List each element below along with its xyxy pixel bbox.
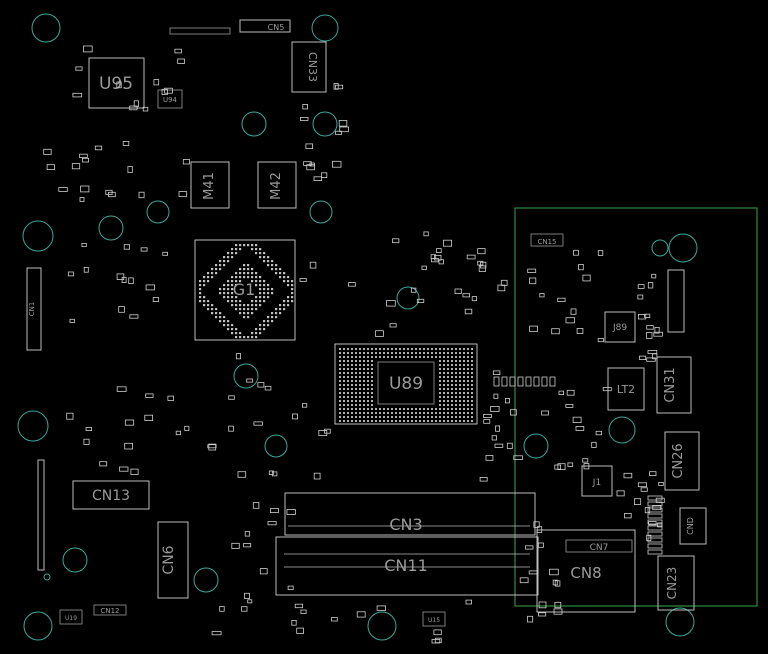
label-cn23: CN23 [665,567,679,600]
connector-cn11: CN11 [275,536,539,596]
connector-cn7: CN7 [565,539,633,553]
connector-cnd: CND [679,507,707,545]
label-cn31: CN31 [663,367,678,402]
label-cnd: CND [686,517,695,535]
chip-g1: G1 [194,239,296,341]
label-cn3: CN3 [389,515,422,534]
connector-cn1: CN1 [26,267,42,351]
connector-cn31: CN31 [656,356,692,414]
connector-cn33: CN33 [291,41,327,93]
chip-m42: M42 [257,161,297,209]
highlight-region [514,207,758,607]
chip-u15: U15 [422,611,446,627]
connector-cn5: CN5 [169,19,291,35]
chip-u19: U19 [59,609,83,625]
label-lt2: LT2 [617,383,635,396]
label-m41: M41 [202,172,217,200]
label-cn7: CN7 [590,543,609,553]
label-u15: U15 [428,617,440,624]
connector-cn13: CN13 [72,480,150,510]
label-cn15: CN15 [537,238,556,246]
label-g1: G1 [233,280,256,299]
label-u95: U95 [99,74,133,94]
label-cn6: CN6 [161,545,177,574]
mounting-holes [17,13,698,641]
connector-cn12: CN12 [93,604,127,616]
connector-cn8: CN8 [536,529,636,613]
component-lt2: LT2 [607,367,645,411]
label-cn1: CN1 [28,302,36,317]
label-u19: U19 [65,615,77,622]
connector-cn26: CN26 [664,431,700,491]
label-u89: U89 [389,374,423,394]
chip-u94: U94 [157,89,183,109]
label-j89: J89 [612,323,627,333]
label-cn8: CN8 [570,564,601,582]
connector-cn15: CN15 [530,233,564,247]
chip-j89: J89 [604,311,636,343]
label-u94: U94 [163,96,178,104]
chip-u89: U89 [334,343,478,425]
label-cn33: CN33 [306,52,319,82]
label-cn11: CN11 [384,556,428,575]
label-cn13: CN13 [92,488,130,504]
connector-right-small [667,269,685,333]
label-j1: J1 [592,478,601,488]
edge-connector-left [37,459,45,571]
chip-j1: J1 [581,465,613,497]
connector-cn23: CN23 [657,555,695,611]
chip-m41: M41 [190,161,230,209]
label-cn12: CN12 [100,607,119,615]
connector-cn6: CN6 [157,521,189,599]
connector-cn3: CN3 [284,492,536,536]
passive-components [43,45,665,644]
label-cn26: CN26 [671,443,686,478]
label-cn5: CN5 [268,23,285,32]
chip-u95: U95 [88,57,145,109]
label-m42: M42 [269,172,284,200]
